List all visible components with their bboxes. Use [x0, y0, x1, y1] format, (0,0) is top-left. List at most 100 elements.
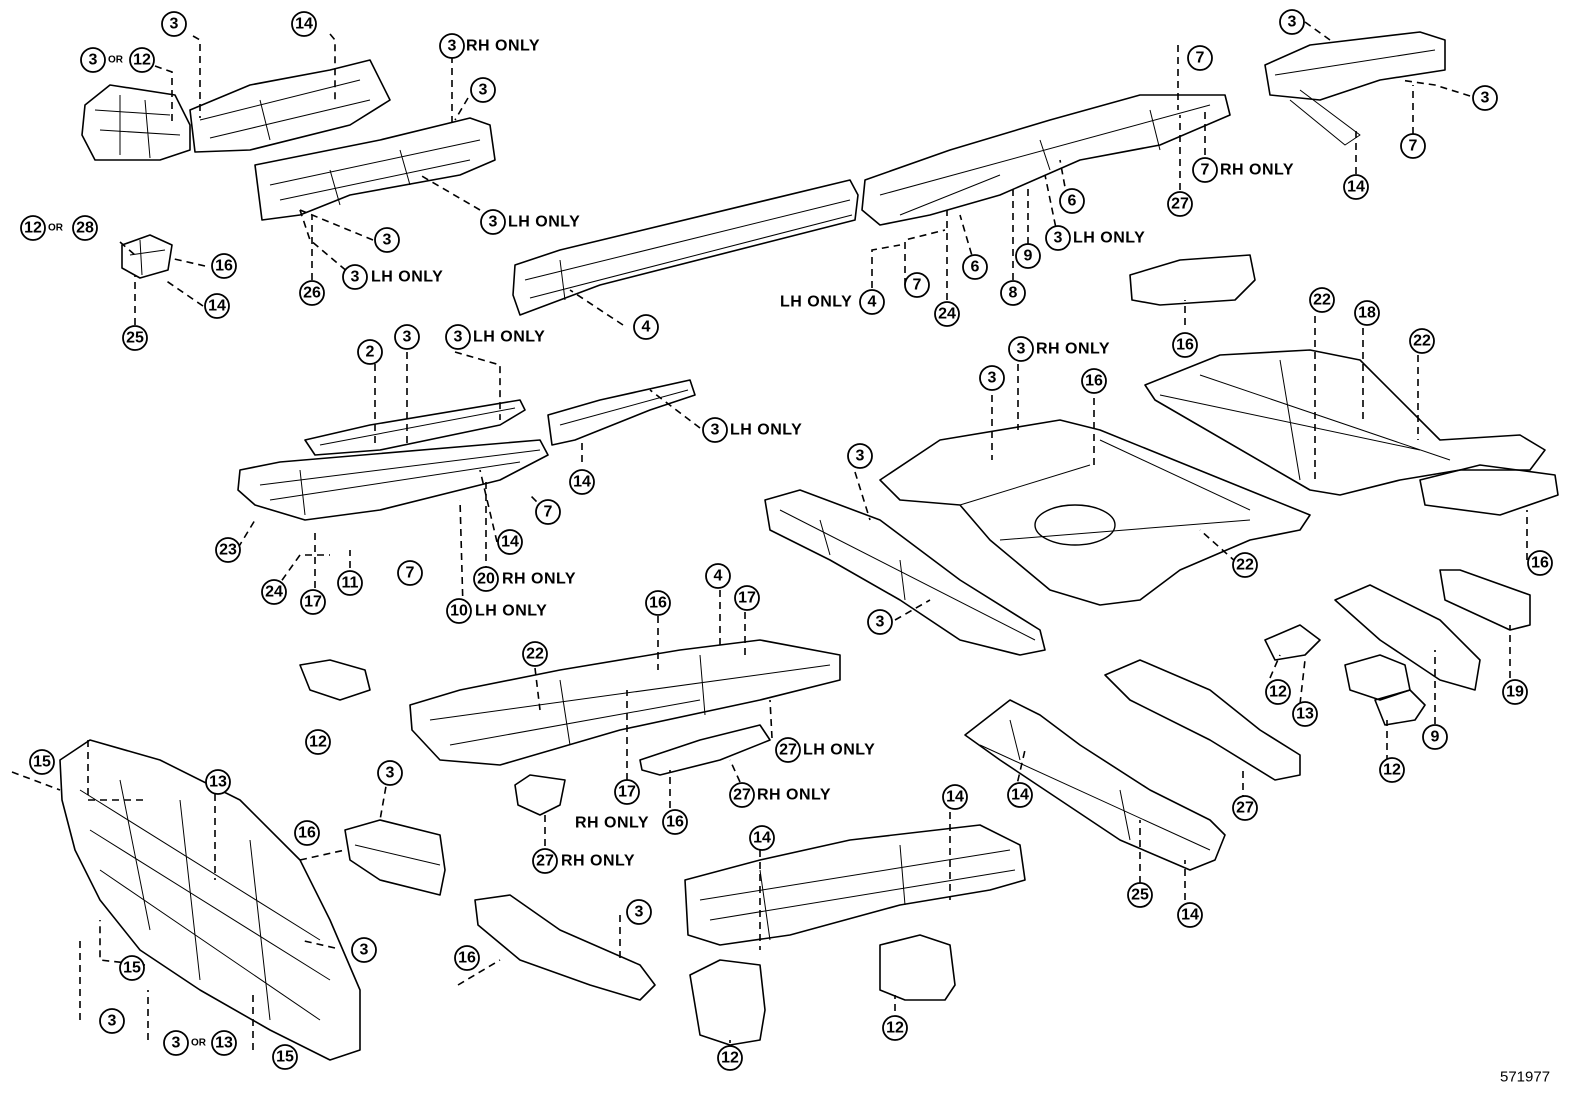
- svg-text:3: 3: [479, 82, 488, 99]
- rear-floor-pan: [1144, 349, 1559, 516]
- callout-p84: 14: [942, 784, 968, 810]
- svg-text:16: 16: [458, 950, 476, 967]
- callout-p1: 3: [161, 11, 187, 37]
- front-floor-side-reinforcement: [237, 399, 549, 521]
- callout-p39: 7: [397, 560, 423, 586]
- callout-p15: 25: [122, 325, 148, 351]
- callout-p85: 12: [882, 1015, 908, 1041]
- svg-text:27: 27: [1171, 196, 1189, 213]
- callout-p56: 16: [1527, 550, 1553, 576]
- svg-text:15: 15: [123, 960, 141, 977]
- svg-text:3: 3: [988, 370, 997, 387]
- callout-p19: 6: [1059, 188, 1085, 214]
- svg-text:12: 12: [721, 1050, 739, 1067]
- callout-p11: 12: [20, 215, 46, 241]
- svg-text:22: 22: [1236, 557, 1254, 574]
- callout-p34: 3: [445, 324, 471, 350]
- callout-p44: 20: [473, 566, 499, 592]
- svg-text:7: 7: [913, 277, 922, 294]
- callout-p50: 22: [1309, 287, 1335, 313]
- svg-text:17: 17: [618, 784, 636, 801]
- svg-text:13: 13: [1296, 706, 1314, 723]
- callout-p3: 3: [80, 47, 106, 73]
- front-cross-member-lower: [254, 117, 496, 221]
- svg-text:14: 14: [753, 830, 771, 847]
- callout-p58: 13: [1292, 701, 1318, 727]
- rear-side-member: [861, 94, 1231, 226]
- callout-p67: 27: [775, 737, 801, 763]
- svg-text:13: 13: [209, 774, 227, 791]
- svg-text:3: 3: [172, 1035, 181, 1052]
- note-lh-only: LH ONLY: [803, 742, 875, 759]
- diagram-reference-number: 571977: [1500, 1069, 1550, 1086]
- svg-text:15: 15: [276, 1049, 294, 1066]
- svg-text:3: 3: [170, 16, 179, 33]
- callout-p80: 16: [294, 820, 320, 846]
- note-rh-only: RH ONLY: [575, 815, 649, 832]
- callout-p70: 27: [532, 848, 558, 874]
- svg-text:9: 9: [1024, 248, 1033, 265]
- dash-upper-reinforcement: [547, 379, 696, 446]
- callout-p32: 2: [357, 339, 383, 365]
- svg-text:3: 3: [448, 38, 457, 55]
- svg-text:4: 4: [642, 319, 651, 336]
- svg-text:3: 3: [876, 614, 885, 631]
- note-rh-only: RH ONLY: [1220, 162, 1294, 179]
- callout-p8: 3: [374, 227, 400, 253]
- callout-p6: 3: [470, 77, 496, 103]
- svg-text:24: 24: [938, 306, 956, 323]
- svg-text:6: 6: [1068, 193, 1077, 210]
- svg-text:23: 23: [219, 542, 237, 559]
- svg-text:17: 17: [738, 590, 756, 607]
- callout-p78: 3: [351, 937, 377, 963]
- dash-lower-reinforcement: [474, 894, 656, 1001]
- note-lh-only: LH ONLY: [473, 329, 545, 346]
- svg-text:4: 4: [868, 294, 877, 311]
- main-front-floor-panel: [409, 639, 841, 776]
- callout-p89: 14: [1177, 902, 1203, 928]
- callout-p74: 3: [99, 1008, 125, 1034]
- note-lh-only: LH ONLY: [475, 603, 547, 620]
- callout-p40: 23: [215, 537, 241, 563]
- rear-floor-side-member: [964, 699, 1226, 871]
- svg-text:12: 12: [886, 1020, 904, 1037]
- svg-text:3: 3: [454, 329, 463, 346]
- callout-p62: 16: [645, 590, 671, 616]
- note-rh-only: RH ONLY: [757, 787, 831, 804]
- callout-p30: 7: [1400, 133, 1426, 159]
- svg-text:13: 13: [215, 1035, 233, 1052]
- svg-text:14: 14: [1011, 787, 1029, 804]
- callout-p29: 3: [1472, 85, 1498, 111]
- callout-p81: 3: [626, 899, 652, 925]
- note-lh-only: LH ONLY: [1073, 230, 1145, 247]
- svg-text:3: 3: [403, 329, 412, 346]
- callout-p65: 22: [522, 641, 548, 667]
- svg-text:27: 27: [1236, 800, 1254, 817]
- callout-p64: 17: [734, 585, 760, 611]
- callout-p31: 14: [1343, 174, 1369, 200]
- svg-text:2: 2: [366, 344, 375, 361]
- callout-p14: 14: [204, 293, 230, 319]
- tunnel-brackets: [689, 934, 956, 1046]
- svg-text:16: 16: [649, 595, 667, 612]
- svg-text:16: 16: [1085, 373, 1103, 390]
- rear-floor-brackets-right: [1264, 569, 1531, 726]
- svg-text:14: 14: [208, 298, 226, 315]
- svg-text:14: 14: [1181, 907, 1199, 924]
- note-rh-only: RH ONLY: [466, 38, 540, 55]
- callout-p27: 4: [633, 314, 659, 340]
- svg-text:14: 14: [501, 534, 519, 551]
- svg-text:27: 27: [536, 853, 554, 870]
- svg-text:27: 27: [733, 787, 751, 804]
- svg-text:7: 7: [406, 565, 415, 582]
- callout-p75: 3: [163, 1030, 189, 1056]
- svg-text:14: 14: [295, 16, 313, 33]
- callout-p35: 3: [702, 417, 728, 443]
- callout-p77: 15: [272, 1044, 298, 1070]
- callout-p90: 27: [1232, 795, 1258, 821]
- front-side-member-assembly: [81, 59, 391, 161]
- callout-p26: 4: [859, 289, 885, 315]
- svg-text:3: 3: [635, 904, 644, 921]
- svg-text:28: 28: [76, 220, 94, 237]
- callout-p49: 16: [1081, 368, 1107, 394]
